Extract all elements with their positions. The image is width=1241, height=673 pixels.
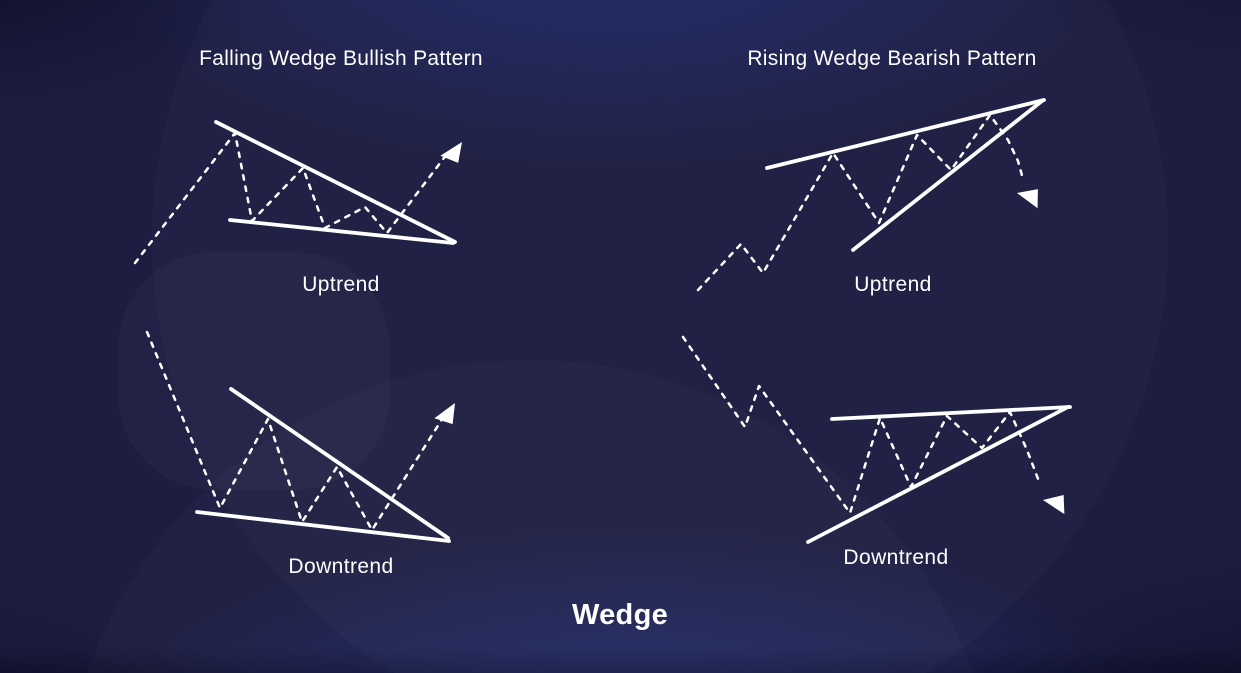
rising-wedge-downtrend-lower-trendline xyxy=(806,405,1070,544)
falling-wedge-downtrend-breakout-arrow-icon xyxy=(434,403,455,425)
falling-wedge-uptrend-figure xyxy=(133,120,462,265)
rising-wedge-uptrend-upper-trendline xyxy=(765,98,1046,170)
falling-wedge-uptrend-lower-trendline xyxy=(228,218,455,245)
downtrend-label-right: Downtrend xyxy=(843,546,949,569)
rising-wedge-uptrend-lower-trendline xyxy=(851,99,1044,252)
page-title: Wedge xyxy=(571,599,669,631)
uptrend-label-left: Uptrend xyxy=(302,273,380,296)
pattern-figures xyxy=(133,98,1072,544)
uptrend-label-right: Uptrend xyxy=(854,273,932,296)
falling-wedge-uptrend-price-path xyxy=(133,131,452,265)
rising-wedge-heading: Rising Wedge Bearish Pattern xyxy=(747,47,1037,70)
rising-wedge-downtrend-figure xyxy=(681,335,1072,544)
falling-wedge-uptrend-upper-trendline xyxy=(214,120,457,244)
falling-wedge-downtrend-figure xyxy=(145,330,455,543)
falling-wedge-downtrend-upper-trendline xyxy=(229,387,450,540)
falling-wedge-downtrend-lower-trendline xyxy=(195,510,451,543)
rising-wedge-uptrend-price-path xyxy=(696,113,1025,292)
rising-wedge-uptrend-figure xyxy=(696,98,1046,292)
falling-wedge-heading: Falling Wedge Bullish Pattern xyxy=(199,47,483,70)
rising-wedge-downtrend-upper-trendline xyxy=(830,405,1072,421)
rising-wedge-uptrend-breakout-arrow-icon xyxy=(1017,189,1038,209)
background-decor xyxy=(60,0,1168,673)
rising-wedge-downtrend-breakout-arrow-icon xyxy=(1043,495,1065,515)
downtrend-label-left: Downtrend xyxy=(288,555,394,578)
falling-wedge-uptrend-breakout-arrow-icon xyxy=(440,142,462,163)
